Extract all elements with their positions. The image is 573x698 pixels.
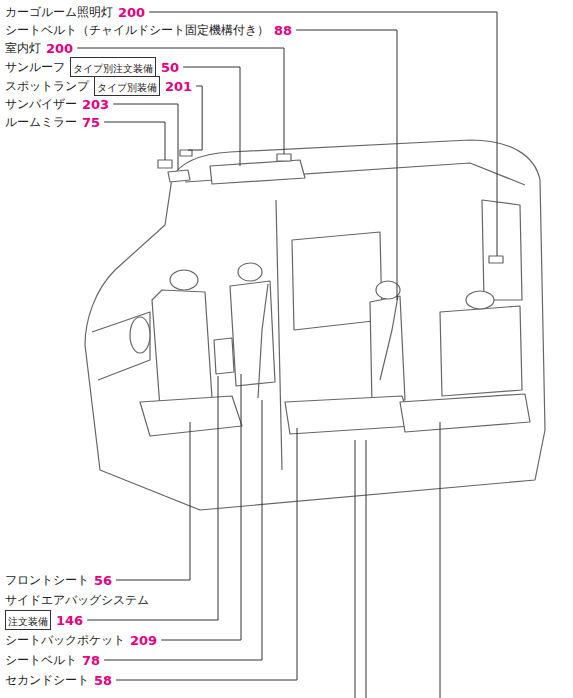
page-number: 50 <box>161 60 179 75</box>
sunroof <box>210 160 305 184</box>
leader-line <box>149 12 497 256</box>
second-seat-cushion <box>285 396 412 434</box>
leader-line <box>87 376 218 620</box>
page-number: 200 <box>46 41 73 56</box>
part-label: フロントシート <box>5 573 89 588</box>
page-number: 58 <box>94 673 112 688</box>
body-outline <box>85 140 545 510</box>
second-headrest <box>376 281 400 299</box>
part-label: サンルーフ <box>5 60 65 75</box>
dome-lamp <box>277 154 291 161</box>
part-label: シートベルト <box>5 653 77 668</box>
rear-window <box>482 200 522 300</box>
part-label: シートバックポケット <box>5 633 125 648</box>
front-headrest <box>170 270 198 290</box>
part-label: カーゴルーム照明灯 <box>5 5 113 20</box>
leader-line <box>366 440 367 698</box>
page-number: 88 <box>274 23 292 38</box>
seat-back-pocket <box>214 338 234 374</box>
side-window <box>292 232 382 330</box>
steering-wheel <box>130 317 150 353</box>
seat-belt <box>258 284 398 398</box>
dashboard <box>92 312 150 380</box>
option-tag: 注文装備 <box>5 610 51 630</box>
part-label: 室内灯 <box>5 41 41 56</box>
leader-line <box>104 400 262 660</box>
leader-line <box>296 30 397 300</box>
page-number: 75 <box>82 115 100 130</box>
page-number: 56 <box>94 573 112 588</box>
third-headrest <box>466 291 494 309</box>
part-label: シートベルト（チャイルドシート固定機構付き） <box>5 23 269 38</box>
room-mirror <box>158 160 172 168</box>
front-seat-cushion <box>140 396 242 436</box>
leader-line <box>116 428 297 680</box>
part-label: セカンドシート <box>5 673 89 688</box>
leader-line <box>104 122 165 160</box>
front-seat-back-2 <box>230 281 275 386</box>
leader-line <box>440 422 441 698</box>
option-tag-text: タイプ別装備 <box>97 82 157 93</box>
leader-line <box>113 104 178 170</box>
option-tag: タイプ別注文装備 <box>70 57 156 77</box>
leader-line <box>188 86 202 150</box>
page-number: 200 <box>118 5 145 20</box>
page-number: 146 <box>56 613 83 628</box>
part-label: サイドエアバッグシステム <box>5 593 149 608</box>
part-label: サンバイザー <box>5 97 77 112</box>
car-body <box>85 140 545 510</box>
page-number: 78 <box>82 653 100 668</box>
page-number: 201 <box>165 79 192 94</box>
option-tag: タイプ別装備 <box>94 76 160 96</box>
part-label: ルームミラー <box>5 115 77 130</box>
leader-line <box>355 440 356 698</box>
front-headrest-2 <box>238 263 262 281</box>
page-number: 203 <box>82 97 109 112</box>
front-seat-back <box>152 290 212 408</box>
third-seat-cushion <box>400 394 530 432</box>
spot-lamp <box>180 150 192 156</box>
leader-lines-lower <box>355 422 440 698</box>
leader-line <box>161 374 241 640</box>
page-number: 209 <box>130 633 157 648</box>
b-pillar <box>276 200 282 470</box>
third-seat-back <box>440 306 522 396</box>
option-tag-text: タイプ別注文装備 <box>73 63 153 74</box>
leader-line <box>116 422 190 580</box>
part-label: スポットランプ <box>5 79 89 94</box>
sun-visor <box>168 170 190 182</box>
cargo-lamp <box>489 256 503 263</box>
option-tag-text: 注文装備 <box>8 616 48 627</box>
